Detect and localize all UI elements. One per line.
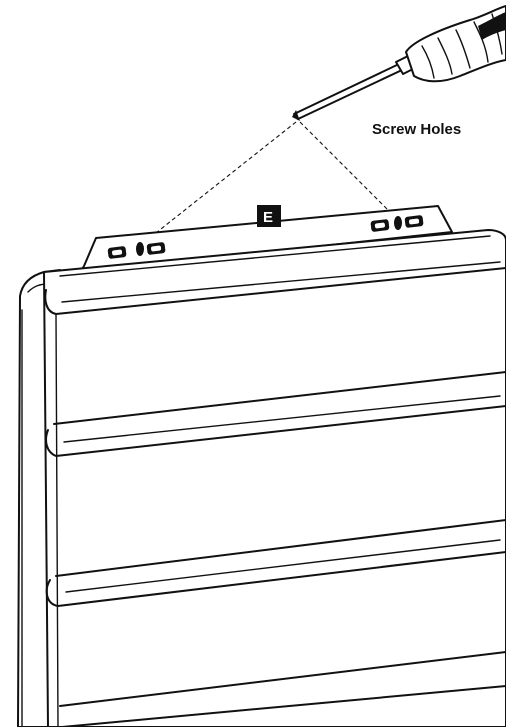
screw-holes-right [370, 215, 424, 232]
guide-line-right [299, 121, 399, 221]
part-tag [257, 205, 281, 227]
part-tag-letter: E [263, 209, 273, 226]
heater-body [17, 229, 506, 727]
screwdriver-icon [292, 5, 506, 121]
mounting-bracket: E [79, 205, 453, 273]
guide-line-left [141, 121, 297, 245]
screw-holes-label: Screw Holes [372, 121, 461, 138]
screw-holes-left [107, 242, 166, 259]
guide-lines [141, 121, 399, 245]
